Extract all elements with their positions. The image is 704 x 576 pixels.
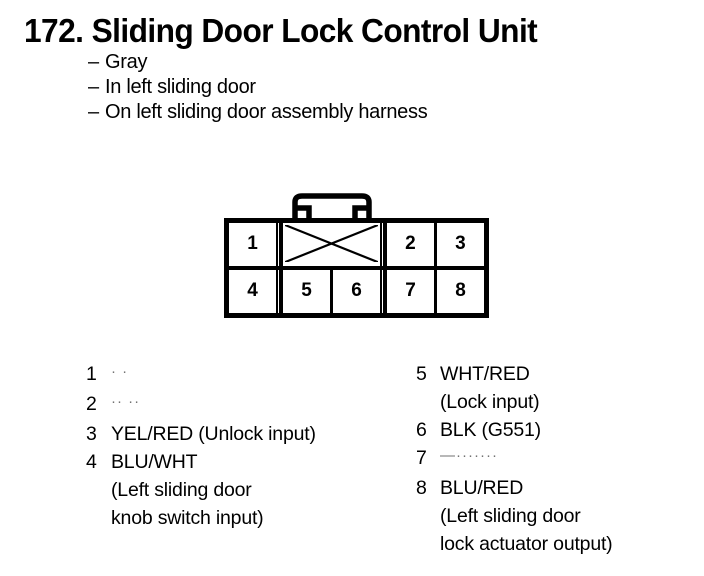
pin-cell-6: 6	[330, 270, 380, 313]
legend-pin-label: BLK (G551)	[440, 419, 541, 441]
legend-row: 4 BLU/WHT	[86, 448, 416, 476]
pin-cell-blocked	[276, 222, 380, 267]
connector-row-top: 1 2 3	[229, 222, 484, 270]
pin-cell-2: 2	[379, 222, 434, 267]
legend-pin-label: WHT/RED	[440, 363, 530, 385]
legend-row: 7 —·······	[416, 444, 704, 474]
pin-number: 2	[405, 232, 416, 254]
list-item: – On left sliding door assembly harness	[88, 100, 648, 125]
legend-pin-detail: (Left sliding door	[111, 479, 252, 501]
connector-description-list: – Gray – In left sliding door – On left …	[88, 50, 648, 125]
legend-row: 6 BLK (G551)	[416, 416, 704, 444]
legend-pin-detail: (Left sliding door	[440, 505, 581, 527]
legend-row: 2 ·· ··	[86, 390, 416, 420]
legend-pin-number: 1	[86, 363, 97, 385]
legend-entry-pin-4: 4 BLU/WHT (Left sliding door knob switch…	[86, 448, 416, 532]
pin-number: 1	[247, 232, 258, 254]
description-location: In left sliding door	[105, 76, 256, 98]
legend-row: 3 YEL/RED (Unlock input)	[86, 420, 416, 448]
connector-latch-icon	[292, 193, 372, 219]
legend-pin-number: 6	[416, 419, 427, 441]
legend-entry-pin-8: 8 BLU/RED (Left sliding door lock actuat…	[416, 474, 704, 558]
description-color: Gray	[105, 51, 148, 73]
legend-entry-pin-2: 2 ·· ··	[86, 390, 416, 420]
pin-legend: 1 · · 2 ·· ·· 3 YEL/RED (Unlock input) 4…	[0, 360, 704, 576]
connector-row-bottom: 4 5 6 7 8	[229, 269, 484, 314]
list-item: – In left sliding door	[88, 75, 648, 100]
legend-row: 5 WHT/RED	[416, 360, 704, 388]
title-block: 172. Sliding Door Lock Control Unit	[24, 12, 684, 50]
legend-pin-number: 3	[86, 423, 97, 445]
pin-legend-column-right: 5 WHT/RED (Lock input) 6 BLK (G551) 7 —·…	[416, 360, 704, 558]
pin-number: 4	[247, 279, 258, 301]
legend-row: 1 · ·	[86, 360, 416, 390]
legend-row: 8 BLU/RED	[416, 474, 704, 502]
pin-legend-column-left: 1 · · 2 ·· ·· 3 YEL/RED (Unlock input) 4…	[86, 360, 416, 532]
dash-bullet-icon: –	[88, 76, 99, 98]
pin-number: 6	[351, 279, 362, 301]
legend-entry-pin-1: 1 · ·	[86, 360, 416, 390]
legend-pin-unused-mark: ·· ··	[111, 393, 141, 410]
legend-pin-number: 4	[86, 451, 97, 473]
pin-number: 3	[455, 232, 466, 254]
legend-pin-label: BLU/WHT	[111, 451, 198, 473]
description-harness: On left sliding door assembly harness	[105, 101, 428, 123]
dash-bullet-icon: –	[88, 51, 99, 73]
connector-diagram: 1 2 3 4 5 6	[224, 192, 490, 320]
list-item: – Gray	[88, 50, 648, 75]
dash-bullet-icon: –	[88, 101, 99, 123]
blocked-cavity-x-icon	[285, 225, 378, 262]
connector-housing: 1 2 3 4 5 6	[224, 218, 489, 318]
legend-entry-pin-3: 3 YEL/RED (Unlock input)	[86, 420, 416, 448]
legend-entry-pin-5: 5 WHT/RED (Lock input)	[416, 360, 704, 416]
pin-cell-1: 1	[229, 223, 277, 266]
pin-cell-7: 7	[380, 269, 434, 314]
pin-cell-8: 8	[434, 270, 484, 313]
legend-pin-number: 8	[416, 477, 427, 499]
legend-pin-detail: knob switch input)	[111, 507, 264, 529]
legend-entry-pin-6: 6 BLK (G551)	[416, 416, 704, 444]
legend-pin-label: BLU/RED	[440, 477, 524, 499]
legend-entry-pin-7: 7 —·······	[416, 444, 704, 474]
legend-pin-detail: (Lock input)	[440, 391, 540, 413]
legend-pin-number: 7	[416, 447, 427, 469]
legend-pin-detail: lock actuator output)	[440, 533, 613, 555]
pin-number: 7	[405, 279, 416, 301]
legend-pin-unused-mark: · ·	[111, 363, 129, 380]
legend-pin-number: 5	[416, 363, 427, 385]
legend-pin-label: YEL/RED (Unlock input)	[111, 423, 316, 445]
pin-number: 5	[301, 279, 312, 301]
legend-pin-number: 2	[86, 393, 97, 415]
page-title: 172. Sliding Door Lock Control Unit	[24, 12, 538, 49]
legend-pin-unused-mark: —·······	[440, 447, 498, 464]
pin-cell-3: 3	[433, 223, 484, 266]
pin-number: 8	[455, 279, 466, 301]
pin-cell-5: 5	[276, 269, 330, 314]
pin-cell-4: 4	[229, 270, 276, 313]
